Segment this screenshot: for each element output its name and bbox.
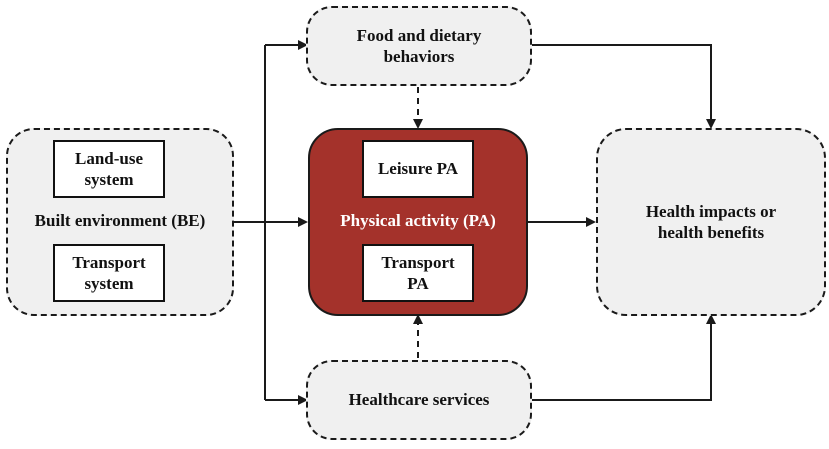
leisure-pa-box: Leisure PA [362,140,474,198]
physical-activity-label: Physical activity (PA) [340,211,496,230]
healthcare-services-node: Healthcare services [306,360,532,440]
transport-pa-label: Transport PA [381,252,455,293]
land-use-box: Land-use system [53,140,165,198]
arrow-healthcare-to-health [532,314,716,401]
leisure-pa-label: Leisure PA [377,159,459,179]
healthcare-services-label: Healthcare services [348,390,490,410]
food-dietary-node: Food and dietary behaviors [306,6,532,86]
arrow-food-to-health [532,44,716,129]
health-impacts-label: Health impacts or health benefits [645,201,777,242]
transport-system-box: Transport system [53,244,165,302]
transport-system-label: Transport system [72,252,146,293]
transport-pa-box: Transport PA [362,244,474,302]
health-impacts-node: Health impacts or health benefits [596,128,826,316]
built-environment-label: Built environment (BE) [34,211,206,230]
land-use-label: Land-use system [74,148,144,189]
food-dietary-label: Food and dietary behaviors [356,25,482,66]
